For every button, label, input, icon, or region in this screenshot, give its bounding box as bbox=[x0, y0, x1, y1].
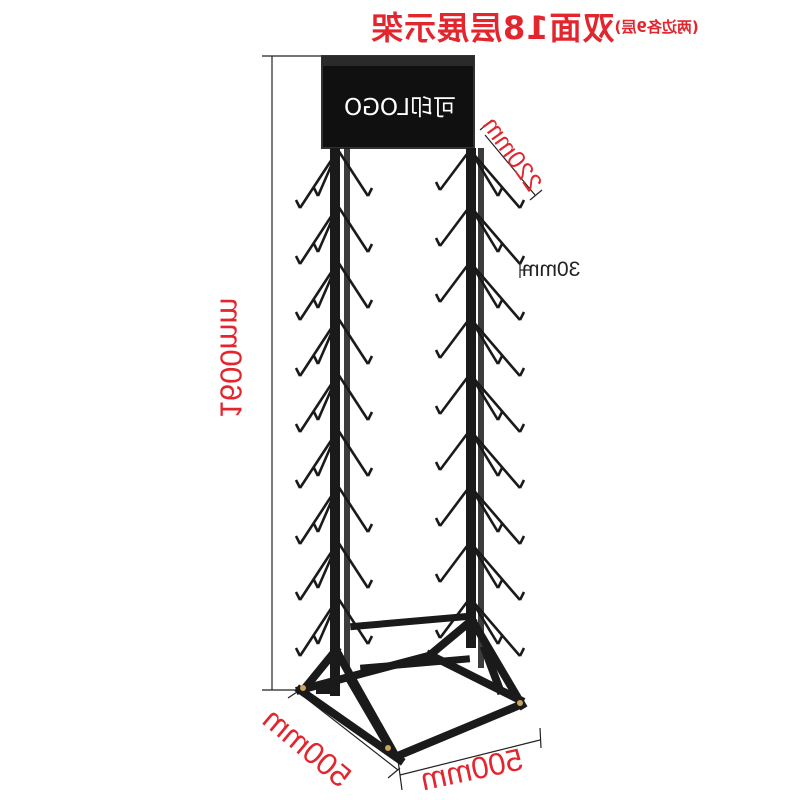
hook-tier-left bbox=[294, 541, 374, 601]
height-label: 1600mm bbox=[213, 297, 249, 419]
hook-tier-right bbox=[434, 429, 526, 489]
hook-tier-left bbox=[294, 317, 374, 377]
right-side-hooks bbox=[434, 149, 526, 657]
rack-base bbox=[294, 614, 528, 766]
hook-tier-left bbox=[294, 429, 374, 489]
logo-sign-board bbox=[321, 55, 475, 149]
hook-dimension-line bbox=[479, 119, 543, 201]
hook-tier-right bbox=[434, 317, 526, 377]
sign-top-edge bbox=[322, 56, 474, 66]
hook-tier-left bbox=[294, 205, 374, 265]
hook-tier-left bbox=[294, 373, 374, 433]
hook-tier-right bbox=[434, 205, 526, 265]
height-dimension-line bbox=[262, 55, 325, 691]
hook-tier-left bbox=[294, 597, 374, 657]
hook-spacing-label: 30mm bbox=[522, 258, 581, 281]
hook-tier-left bbox=[294, 149, 374, 209]
title-subtitle: (两边各9层) bbox=[614, 17, 699, 36]
hook-tier-right bbox=[434, 597, 526, 657]
hook-tier-left bbox=[294, 485, 374, 545]
hook-tier-right bbox=[434, 485, 526, 545]
title-row: (两边各9层) 双面18层展示架 bbox=[370, 6, 790, 47]
hook-tier-left bbox=[294, 261, 374, 321]
hook-tier-right bbox=[434, 373, 526, 433]
hook-tier-right bbox=[434, 541, 526, 601]
title-main: 双面18层展示架 bbox=[370, 9, 615, 47]
hook-spacing-marker bbox=[519, 262, 530, 278]
left-side-hooks bbox=[294, 149, 374, 657]
logo-sign-text: 可印LOGO bbox=[343, 95, 457, 121]
hook-tier-right bbox=[434, 149, 526, 209]
hook-tier-right bbox=[434, 261, 526, 321]
rack-feet-caps bbox=[300, 685, 523, 751]
